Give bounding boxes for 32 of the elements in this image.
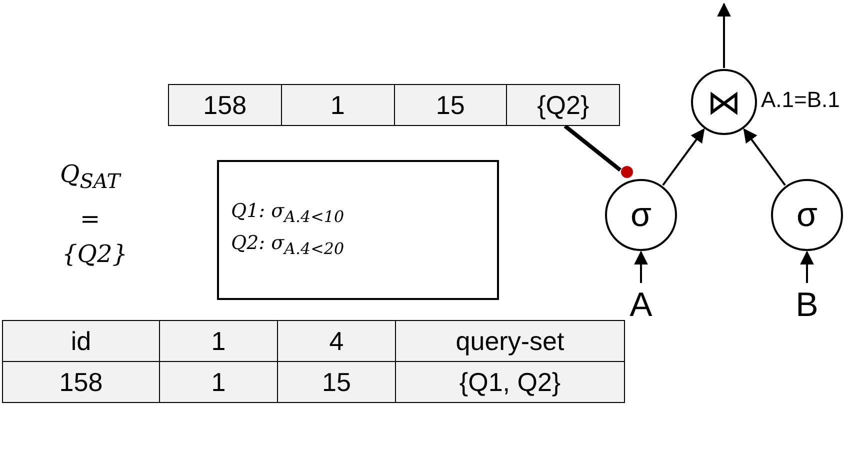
join-node: ⋈ <box>691 69 757 135</box>
column-header: query-set <box>396 320 624 362</box>
probe-point <box>621 166 633 178</box>
tuple-cell-text: 158 <box>202 88 248 122</box>
relation-name: A <box>626 285 656 325</box>
tuple-cell: 15 <box>394 85 506 125</box>
formula-text: = <box>80 205 100 233</box>
tuple-row <box>168 84 620 126</box>
tuple-cell: {Q2} <box>506 85 619 125</box>
tuple-cell: 1 <box>280 85 394 125</box>
table-cell: {Q1, Q2} <box>396 362 624 402</box>
formula-text: Q$_{SAT}$ <box>60 160 120 193</box>
predicate-text: Q1: σ$_{A.4<10}$ <box>231 199 346 228</box>
predicate-box <box>217 160 499 300</box>
column-header: 4 <box>278 320 396 362</box>
column-header: 1 <box>160 320 278 362</box>
table-cell: 1 <box>160 362 278 402</box>
relation-name: B <box>792 285 822 325</box>
connector-line <box>564 124 622 172</box>
predicate-text: Q2: σ$_{A.4<20}$ <box>231 231 346 260</box>
condition-label: A.1=B.1 <box>761 87 840 113</box>
column-header: id <box>2 320 160 362</box>
arrow <box>743 128 786 186</box>
arrow <box>662 128 705 186</box>
table-cell: 158 <box>2 362 160 402</box>
arrow <box>800 250 814 283</box>
arrow <box>717 2 731 68</box>
arrow <box>634 250 648 283</box>
formula-text: {Q2} <box>62 240 128 268</box>
selection-node: σ <box>771 179 843 251</box>
selection-node: σ <box>605 179 677 251</box>
table-cell: 15 <box>278 362 396 402</box>
